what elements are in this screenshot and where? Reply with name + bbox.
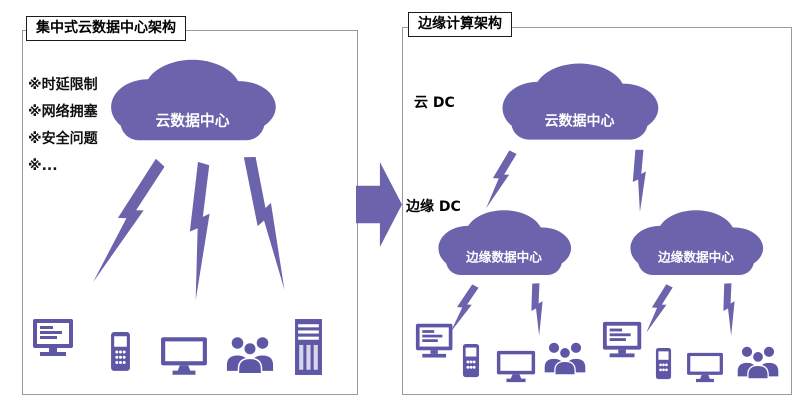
- lightning-bolt-icon: [189, 161, 210, 301]
- people-group-icon: [544, 342, 586, 376]
- lightning-bolt-icon: [531, 283, 543, 336]
- cloud-datacenter-label: 云数据中心: [545, 113, 615, 130]
- left-panel-title: 集中式云数据中心架构: [26, 16, 186, 41]
- left-bullet-list: ※时延限制 ※网络拥塞 ※安全问题 ※...: [28, 72, 98, 180]
- lightning-bolt-icon: [632, 149, 646, 213]
- bullet-security: ※安全问题: [28, 131, 98, 147]
- cloud-datacenter-icon: 云数据中心: [111, 59, 276, 141]
- edge-dc-label: 边缘 DC: [406, 199, 461, 215]
- edge-datacenter-cloud-icon: 边缘数据中心: [438, 210, 572, 276]
- desktop-computer-icon: [415, 323, 453, 358]
- edge-datacenter-label: 边缘数据中心: [465, 250, 542, 265]
- mobile-phone-icon: [111, 332, 130, 371]
- lightning-bolt-icon: [486, 150, 517, 209]
- lightning-bolt-icon: [93, 158, 165, 283]
- bullet-congestion: ※网络拥塞: [28, 104, 98, 120]
- lightning-bolt-icon: [646, 284, 673, 333]
- server-rack-icon: [295, 319, 322, 375]
- desktop-computer-icon: [33, 319, 73, 356]
- bullet-latency: ※时延限制: [28, 77, 98, 93]
- lightning-bolt-icon: [723, 283, 735, 336]
- people-group-icon: [737, 346, 779, 380]
- right-panel-title: 边缘计算架构: [408, 12, 512, 37]
- lightning-bolt-icon: [243, 156, 285, 290]
- edge-datacenter-cloud-icon: 边缘数据中心: [630, 210, 764, 276]
- edge-datacenter-label: 边缘数据中心: [657, 250, 734, 265]
- monitor-icon: [496, 350, 536, 383]
- cloud-dc-label: 云 DC: [414, 95, 455, 111]
- lightning-bolt-icon: [450, 284, 479, 333]
- bullet-more: ※...: [28, 158, 58, 174]
- mobile-phone-icon: [655, 348, 672, 380]
- monitor-icon: [161, 337, 207, 375]
- desktop-computer-icon: [602, 321, 642, 358]
- cloud-datacenter-label: 云数据中心: [156, 111, 230, 129]
- mobile-phone-icon: [462, 344, 480, 378]
- monitor-icon: [687, 352, 723, 383]
- transform-arrow-icon: [356, 162, 402, 247]
- cloud-datacenter-icon: 云数据中心: [502, 63, 659, 140]
- people-group-icon: [226, 337, 274, 375]
